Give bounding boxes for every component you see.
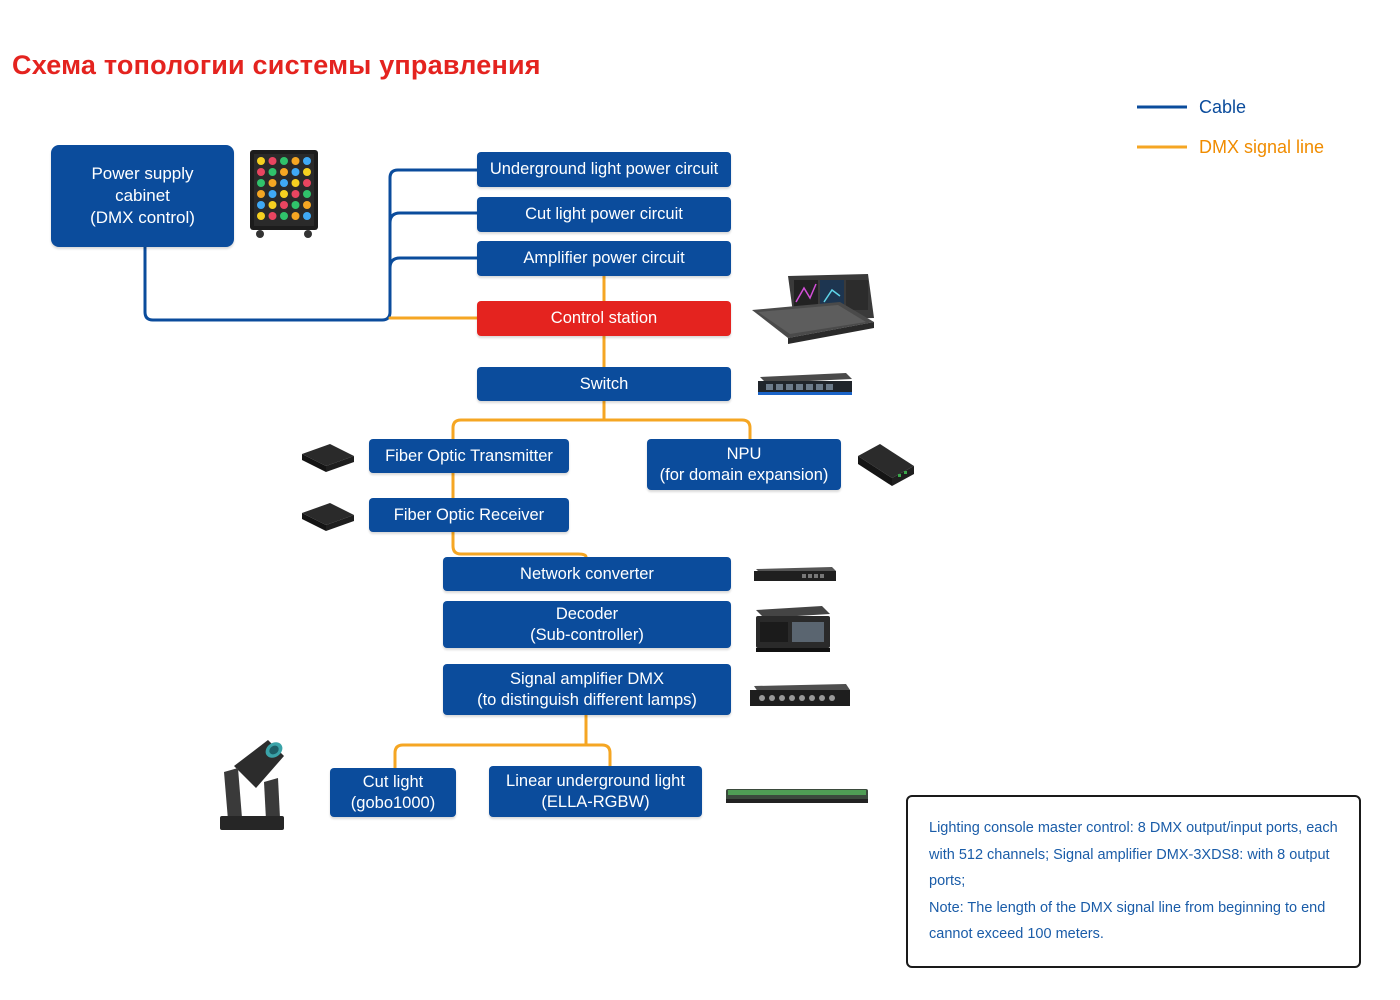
linear-light-bar-image [726,789,868,803]
fiber-transmitter-image [302,444,354,472]
fiber-optic-receiver-node: Fiber Optic Receiver [369,498,569,532]
signal-amplifier-image [750,684,850,706]
decoder-image [756,606,830,652]
note-ports-text: Lighting console master control: 8 DMX o… [929,820,1338,889]
linear-underground-light-node: Linear underground light (ELLA-RGBW) [489,766,702,817]
decoder-node: Decoder (Sub-controller) [443,601,731,648]
cable-line-amplifier [388,256,479,270]
diagram-title: Схема топологии системы управления [12,50,541,80]
fiber-optic-transmitter-node: Fiber Optic Transmitter [369,439,569,473]
moving-head-light-image [220,740,284,830]
legend-dmx-label: DMX signal line [1199,137,1325,157]
switch-image [758,373,852,395]
notes-box: Lighting console master control: 8 DMX o… [906,795,1361,968]
dmx-line-rx-to-converter [451,530,588,559]
cable-line-cabinet [143,168,479,322]
cut-light-power-circuit-node: Cut light power circuit [477,197,731,232]
fiber-receiver-image [302,503,354,531]
cable-line-cut [388,211,479,225]
control-console-image [752,274,874,344]
network-converter-node: Network converter [443,557,731,591]
npu-image [858,444,914,486]
power-supply-cabinet-node: Power supply cabinet (DMX control) [51,145,234,247]
legend-cable-label: Cable [1199,97,1247,117]
switch-node: Switch [477,367,731,401]
note-length-text: Note: The length of the DMX signal line … [929,899,1326,943]
amplifier-power-circuit-node: Amplifier power circuit [477,241,731,276]
network-converter-image [754,567,836,581]
npu-node: NPU (for domain expansion) [647,439,841,490]
control-station-node: Control station [477,301,731,336]
cut-light-node: Cut light (gobo1000) [330,768,456,817]
signal-amplifier-node: Signal amplifier DMX (to distinguish dif… [443,664,731,715]
dmx-line-lamps [393,743,612,770]
power-cabinet-image [250,150,318,238]
dmx-line-split [451,418,752,441]
underground-light-power-circuit-node: Underground light power circuit [477,152,731,187]
